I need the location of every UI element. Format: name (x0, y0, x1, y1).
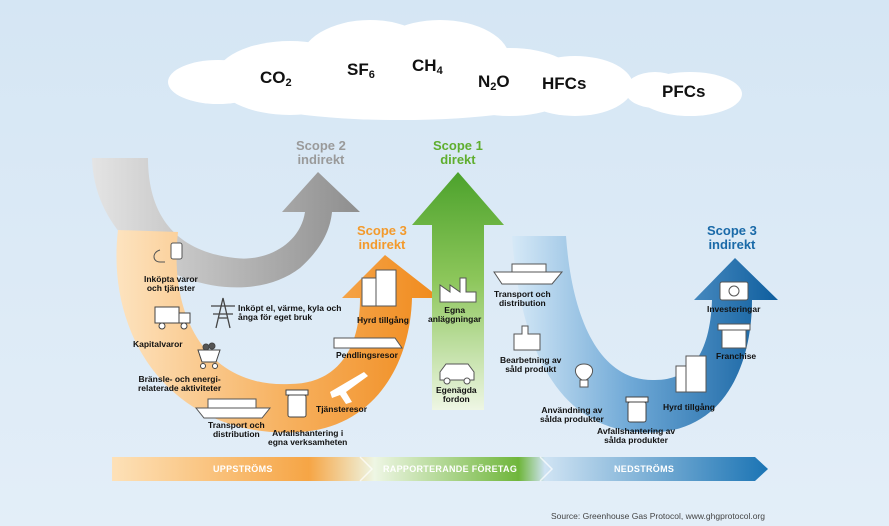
label-fuel-energy: Bränsle- och energi- relaterade aktivite… (138, 374, 222, 393)
gas-pfcs: PFCs (662, 82, 706, 101)
light-bulb-icon (575, 363, 593, 388)
label-upstream-leased: Hyrd tillgång (357, 315, 409, 325)
shop-icon (717, 323, 751, 349)
label-waste-operations: Avfallshantering i egna verksamheten (268, 428, 348, 447)
label-downstream-leased: Hyrd tillgång (663, 402, 715, 412)
gas-hfcs: HFCs (542, 74, 587, 93)
processing-plant-icon (513, 325, 541, 351)
label-business-travel: Tjänsteresor (316, 404, 368, 414)
label-commuting: Pendlingsresor (336, 350, 398, 360)
label-franchise: Franchise (716, 351, 757, 361)
office-building-icon (675, 355, 707, 393)
label-own-facilities: Egna anläggningar (428, 305, 482, 324)
label-purchased-electricity: Inköpt el, värme, kyla och ånga för eget… (238, 303, 342, 322)
label-processing: Bearbetning av såld produkt (500, 355, 562, 374)
label-use-of-products: Användning av sålda produkter (540, 405, 604, 424)
cargo-ship-icon (493, 263, 564, 285)
source-caption: Source: Greenhouse Gas Protocol, www.ghg… (550, 511, 765, 521)
power-pylon-icon (211, 297, 235, 329)
car-icon (439, 363, 475, 385)
gas-sf6: SF6 (347, 60, 375, 81)
airplane-icon (330, 372, 368, 404)
gas-n2o: N2O (478, 72, 510, 93)
truck-icon (154, 306, 191, 330)
label-downstream-transport: Transport och distribution (494, 289, 551, 308)
label-upstream-transport: Transport och distribution (208, 420, 265, 439)
label-end-of-life: Avfallshantering av sålda produkter (597, 426, 676, 445)
flow-bar (112, 457, 768, 481)
fuel-pump-icon (153, 242, 183, 263)
bar-label-downstream: NEDSTRÖMS (614, 464, 675, 474)
bar-label-upstream: UPPSTRÖMS (213, 464, 273, 474)
coal-cart-icon (197, 342, 221, 369)
office-building-icon (361, 269, 397, 307)
label-capital-goods: Kapitalvaror (133, 339, 183, 349)
gas-ch4: CH4 (412, 56, 443, 77)
banknote-icon (719, 281, 749, 301)
train-icon (333, 337, 403, 349)
label-purchased-goods: Inköpta varor och tjänster (144, 274, 198, 293)
scope3-downstream-arc (512, 236, 778, 433)
label-investments: Investeringar (707, 304, 761, 314)
gas-co2: CO2 (260, 68, 292, 89)
trash-bin-icon (625, 396, 649, 423)
cloud-shape (168, 20, 742, 120)
ship-icon (194, 398, 272, 419)
factory-icon (439, 277, 477, 303)
trash-bin-icon (285, 389, 309, 418)
bar-label-reporting: RAPPORTERANDE FÖRETAG (383, 464, 518, 474)
label-own-vehicles: Egenägda fordon (436, 385, 477, 404)
